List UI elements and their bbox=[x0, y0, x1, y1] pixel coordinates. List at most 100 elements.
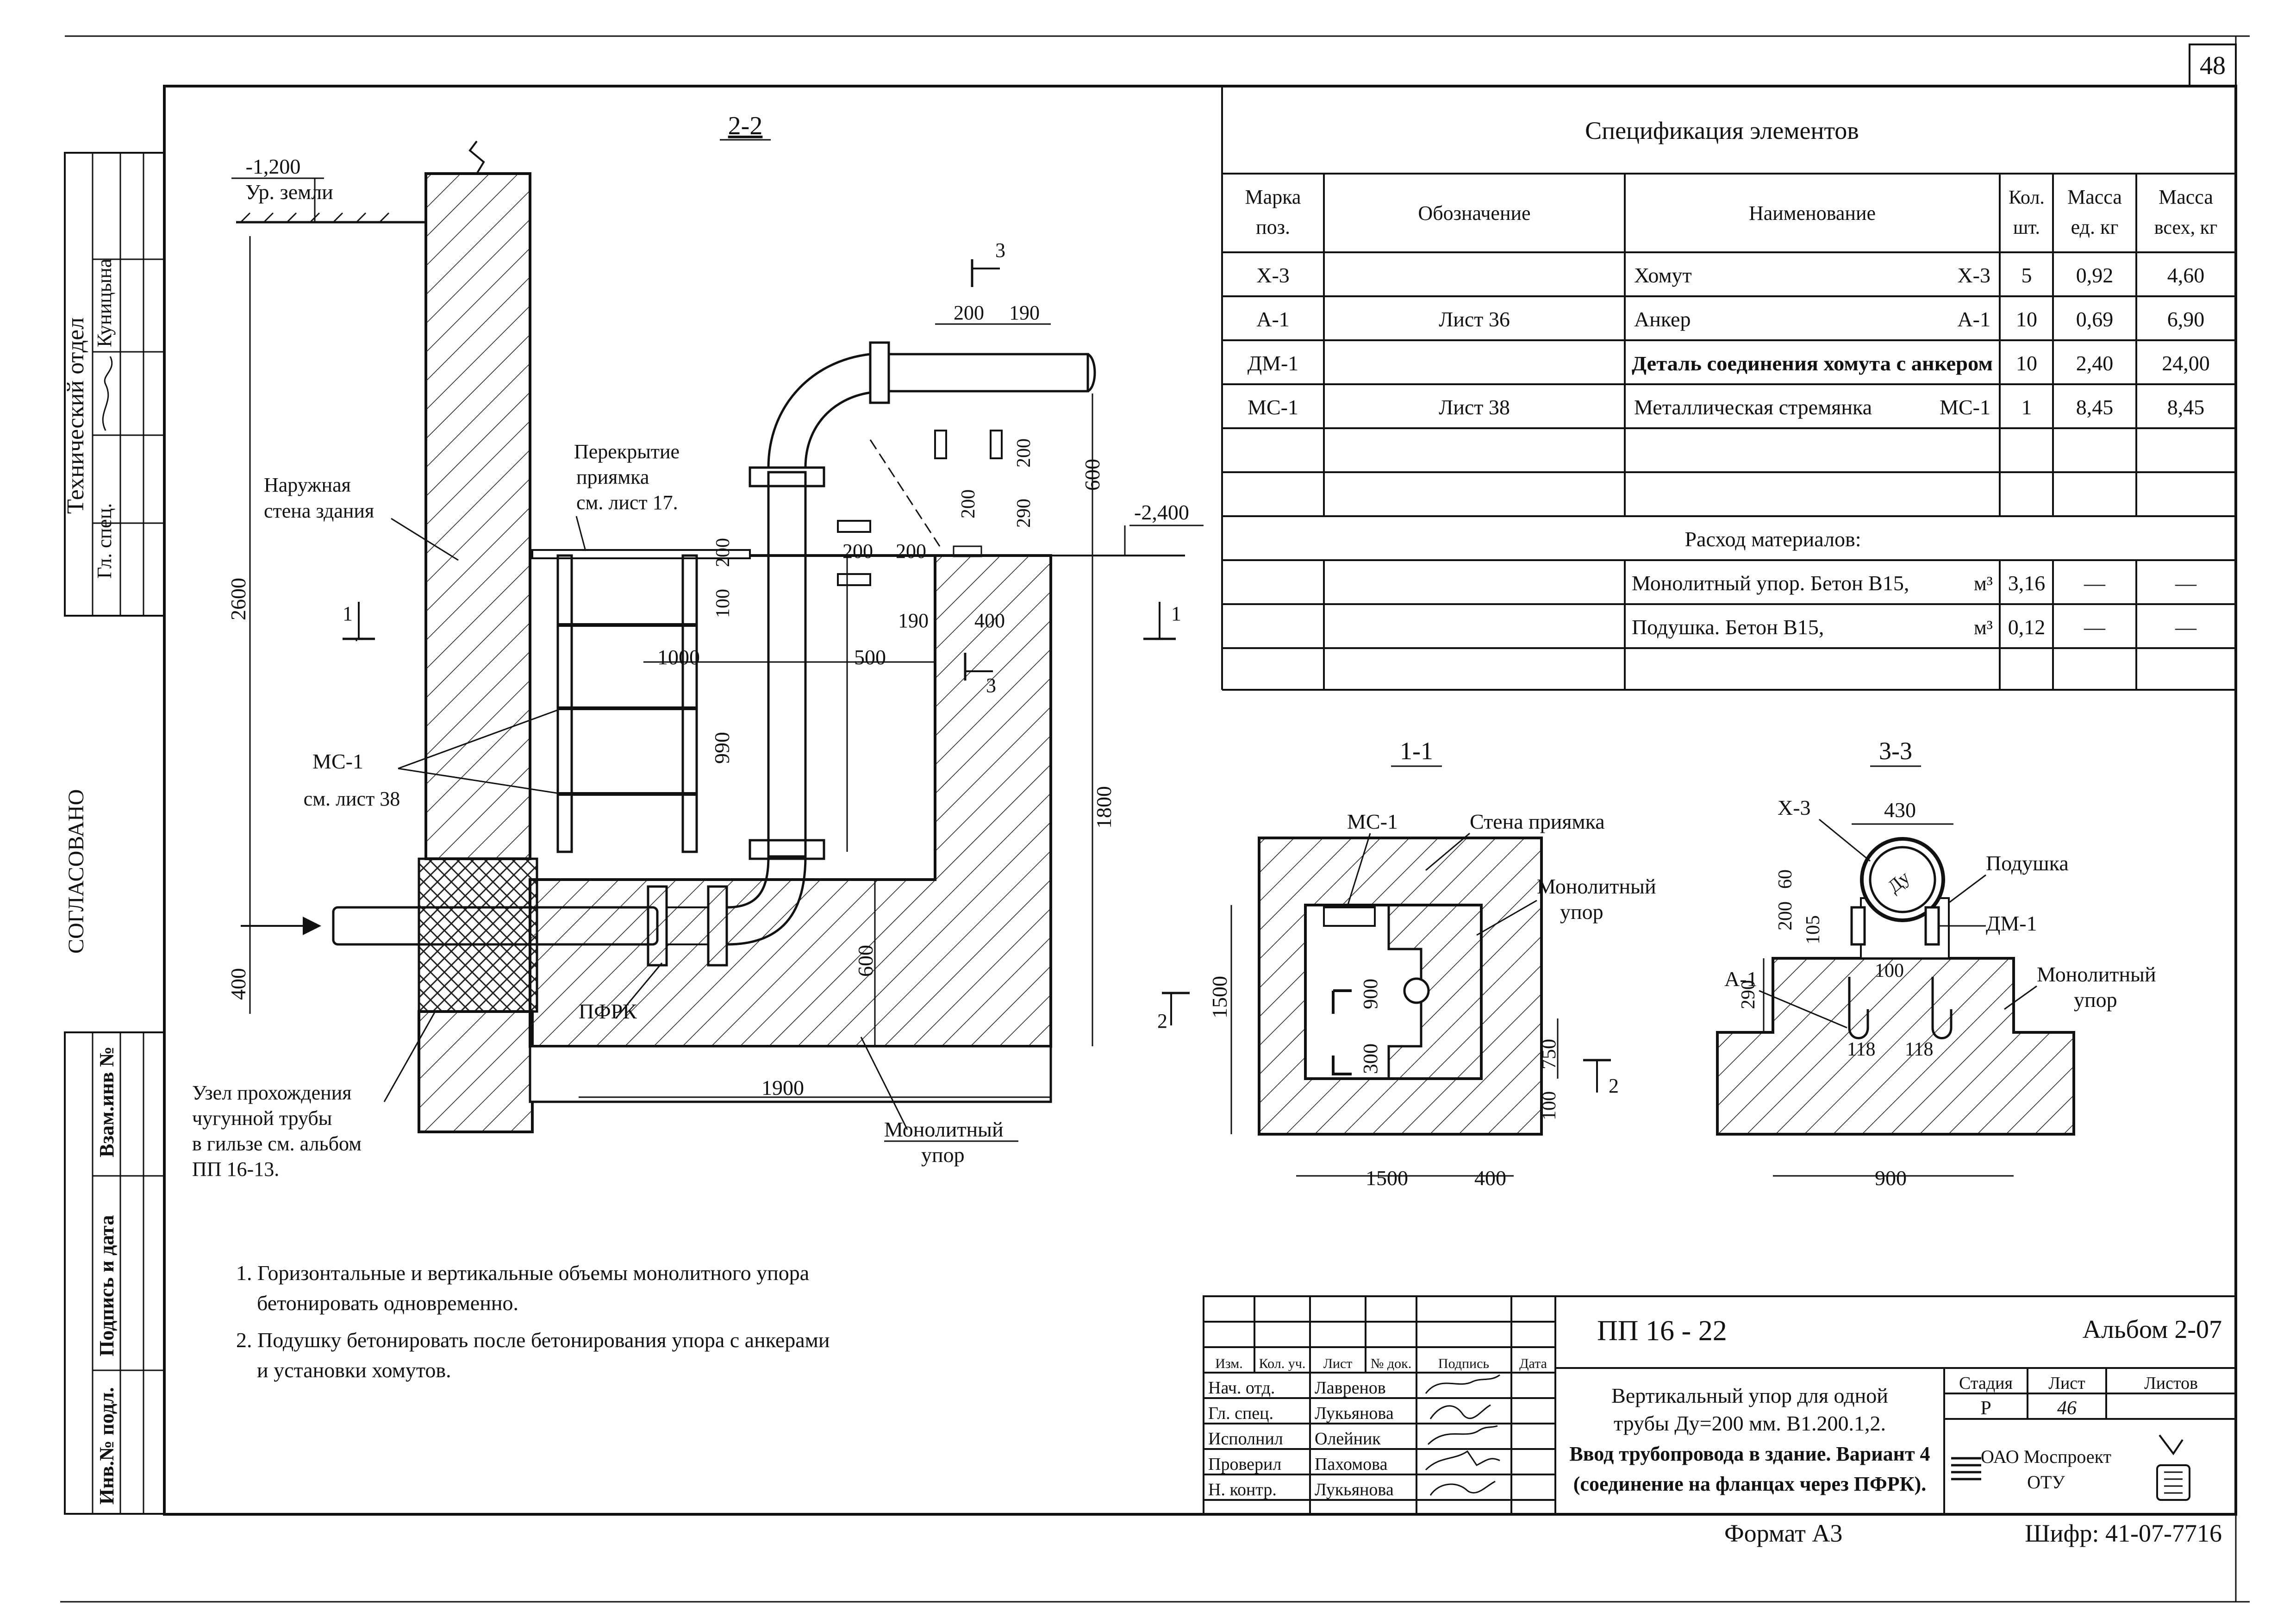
cut-3-bottom: 3 bbox=[986, 674, 996, 697]
plan-dim-100: 100 bbox=[1539, 1091, 1560, 1120]
tb-role-3: Исполнил bbox=[1208, 1429, 1283, 1449]
row-unit-mass: 0,69 bbox=[2076, 307, 2114, 331]
material-unit: м³ bbox=[1974, 616, 1993, 639]
sec-dim-60: 60 bbox=[1775, 869, 1796, 889]
sec-dim-118-a: 118 bbox=[1847, 1039, 1875, 1060]
tb-stage: Р bbox=[1980, 1398, 1991, 1419]
a1-label: А-1 bbox=[1724, 967, 1758, 991]
row-unit-mass: 2,40 bbox=[2076, 351, 2114, 375]
hdr-designation: Обозначение bbox=[1418, 202, 1530, 225]
tb-role-1: Нач. отд. bbox=[1208, 1378, 1275, 1398]
tb-col-list: Лист bbox=[1323, 1356, 1353, 1371]
building-wall bbox=[424, 172, 531, 860]
dm1-label: ДМ-1 bbox=[1986, 912, 2037, 935]
hdr-unit-mass-1: Масса bbox=[2067, 186, 2122, 208]
row-qty: 10 bbox=[2016, 351, 2037, 375]
tb-name-1: Лавренов bbox=[1315, 1378, 1386, 1398]
wall-label-1: Наружная bbox=[264, 474, 351, 496]
pad-label: Подушка bbox=[1986, 851, 2069, 875]
note-2b: и установки хомутов. bbox=[257, 1358, 451, 1382]
dim-200-v2: 200 bbox=[958, 489, 979, 518]
table-row: ДМ-1 Деталь соединения хомута с анкером … bbox=[1248, 351, 2210, 375]
hdr-name: Наименование bbox=[1749, 202, 1876, 225]
material-name: Монолитный упор. Бетон В15, bbox=[1632, 571, 1909, 595]
dim-190-top: 190 bbox=[1009, 301, 1040, 324]
cut-3-top: 3 bbox=[995, 239, 1005, 262]
section-3-3: 3-3 Ду Х-3 Подушка ДМ-1 А-1 Монолитный у… bbox=[1716, 737, 2156, 1190]
row-mark: Х-3 bbox=[1256, 263, 1290, 287]
plan-wall-label: Стена приямка bbox=[1470, 810, 1605, 833]
cut-1-left: 1 bbox=[343, 602, 353, 625]
row-total-mass: 4,60 bbox=[2167, 263, 2205, 287]
material-name: Подушка. Бетон В15, bbox=[1632, 615, 1824, 639]
dim-1800: 1800 bbox=[1092, 786, 1116, 829]
plan-dim-1500-h: 1500 bbox=[1366, 1166, 1408, 1190]
row-designation: Лист 38 bbox=[1439, 395, 1510, 419]
ms1-label-2: см. лист 38 bbox=[304, 787, 400, 810]
plan-dim-300: 300 bbox=[1359, 1043, 1382, 1074]
sec-dim-290: 290 bbox=[1738, 980, 1759, 1009]
section-1-1: 1-1 МС-1 Стена приямка Монолитный упор 2… bbox=[1157, 737, 1656, 1190]
material-unit-mass: — bbox=[2084, 571, 2106, 595]
sidebar-signature bbox=[102, 356, 113, 431]
tb-name-5: Лукьянова bbox=[1315, 1480, 1394, 1499]
table-row: МС-1 Лист 38 Металлическая стремянка МС-… bbox=[1248, 395, 2204, 419]
left-sidebar: Технический отдел Гл. спец. Куницына СОГ… bbox=[62, 152, 165, 1515]
note-2a: 2. Подушку бетонировать после бетонирова… bbox=[236, 1328, 830, 1352]
row-name-code: А-1 bbox=[1957, 307, 1990, 331]
section-1-1-title: 1-1 bbox=[1400, 737, 1433, 765]
inlet-pipe bbox=[241, 856, 807, 967]
material-total-mass: — bbox=[2175, 615, 2197, 639]
dim-200-h2: 200 bbox=[896, 540, 926, 562]
row-name-code: Х-3 bbox=[1957, 263, 1990, 287]
tb-code: ПП 16 - 22 bbox=[1597, 1315, 1727, 1347]
pit-walls-plan bbox=[1258, 837, 1543, 1136]
table-row: Подушка. Бетон В15, м³ 0,12 — — bbox=[1632, 615, 2197, 639]
plan-dim-750: 750 bbox=[1537, 1039, 1560, 1069]
dim-200-v1: 200 bbox=[1013, 438, 1035, 468]
dim-1000: 1000 bbox=[657, 645, 700, 669]
tb-desc-2: трубы Ду=200 мм. В1.200.1,2. bbox=[1614, 1412, 1886, 1435]
material-total-mass: — bbox=[2175, 571, 2197, 595]
row-total-mass: 6,90 bbox=[2167, 307, 2205, 331]
hdr-unit-mass-2: ед. кг bbox=[2071, 216, 2119, 238]
sec-dim-900: 900 bbox=[1875, 1166, 1907, 1190]
spec-title: Спецификация элементов bbox=[1585, 117, 1859, 144]
monolithic-block bbox=[529, 554, 1052, 1048]
dim-1900: 1900 bbox=[761, 1076, 804, 1099]
row-name: Металлическая стремянка bbox=[1634, 395, 1872, 419]
dim-400: 400 bbox=[974, 609, 1005, 632]
cover-label-2: приямка bbox=[576, 466, 649, 488]
tb-album: Альбом 2-07 bbox=[2083, 1315, 2222, 1344]
row-qty: 10 bbox=[2016, 307, 2037, 331]
hdr-qty-1: Кол. bbox=[2009, 187, 2045, 208]
row-designation: Лист 36 bbox=[1439, 307, 1510, 331]
dim-400-left: 400 bbox=[226, 968, 250, 1000]
riser-pipe bbox=[749, 341, 1096, 860]
ms1-label-1: МС-1 bbox=[312, 750, 363, 773]
tb-desc-4: (соединение на фланцах через ПФРК). bbox=[1573, 1473, 1926, 1495]
sidebar-department: Технический отдел bbox=[62, 318, 89, 514]
material-qty: 3,16 bbox=[2008, 571, 2046, 595]
tb-sheets-label: Листов bbox=[2144, 1374, 2198, 1393]
tb-sheet: 46 bbox=[2057, 1398, 2077, 1419]
cushion-base bbox=[529, 1045, 1052, 1103]
dim-600-top: 600 bbox=[1080, 459, 1104, 491]
dim-190: 190 bbox=[898, 609, 929, 632]
tb-role-5: Н. контр. bbox=[1208, 1480, 1277, 1499]
sec-dim-105: 105 bbox=[1803, 915, 1824, 944]
plan-monolith-1: Монолитный bbox=[1537, 874, 1656, 898]
material-qty: 0,12 bbox=[2008, 615, 2046, 639]
passage-label-2: чугунной трубы bbox=[192, 1107, 332, 1130]
section-3-3-title: 3-3 bbox=[1879, 737, 1912, 765]
tb-company-2: ОТУ bbox=[2027, 1472, 2065, 1493]
hdr-mark-1: Марка bbox=[1245, 186, 1301, 208]
plan-dim-400-h: 400 bbox=[1474, 1166, 1506, 1190]
sec-dim-100: 100 bbox=[1875, 960, 1904, 981]
plan-monolith-2: упор bbox=[1560, 900, 1603, 924]
dim-200-h1: 200 bbox=[842, 540, 873, 562]
title-block: Изм. Кол. уч. Лист № док. Подпись Дата Н… bbox=[1203, 1295, 2237, 1547]
sidebar-role: Гл. спец. bbox=[93, 503, 116, 579]
row-unit-mass: 0,92 bbox=[2076, 263, 2114, 287]
page-number: 48 bbox=[2200, 51, 2226, 80]
